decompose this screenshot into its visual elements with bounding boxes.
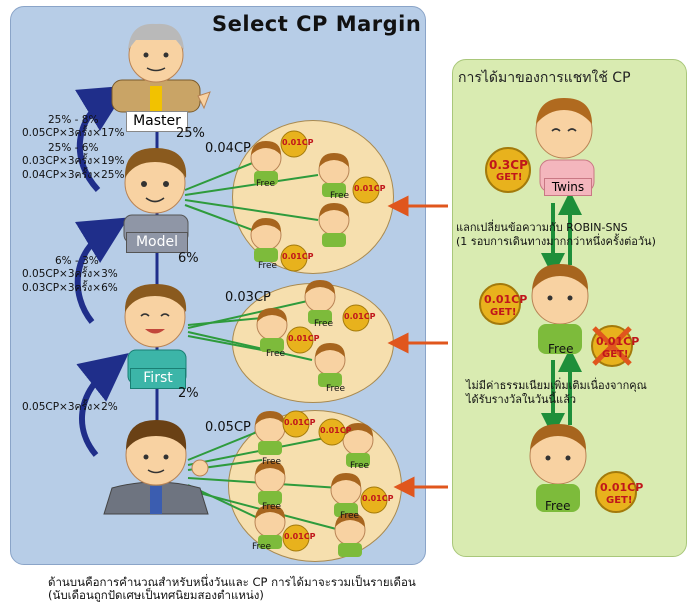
free-note-2: ได้รับรางวัลในวันนี้แล้ว [466, 393, 577, 406]
coin-text-right-1: 0.01CP [484, 293, 528, 306]
free-label: Free [252, 542, 272, 552]
coin-text: 0.01CP [320, 426, 352, 435]
free-label: Free [262, 502, 282, 512]
rank-pct-master: 25% [176, 126, 205, 141]
footnote-line-1: ด้านบนคือการคำนวณสำหรับหนึ่งวันและ CP กา… [48, 575, 416, 589]
coin-get-text: GET! [496, 172, 523, 183]
free-label: Free [314, 319, 334, 329]
formula-model-3: 0.03CP×3ครั้ง×6% [22, 282, 118, 294]
formula-master-3: 25% - 6% [48, 142, 99, 154]
rank-pct-first: 2% [178, 386, 199, 401]
coin-get-right-3: GET! [606, 495, 633, 506]
free-label: Free [326, 384, 346, 394]
formula-first-1: 0.05CP×3ครั้ง×2% [22, 401, 118, 413]
master-avatar [111, 23, 211, 113]
twins-label: Twins [544, 178, 592, 196]
coin-text-right-3: 0.01CP [600, 481, 644, 494]
coin-text: 0.01CP [344, 312, 376, 321]
coin-text: 0.01CP [284, 418, 316, 427]
formula-master-2: 0.05CP×3ครั้ง×17% [22, 127, 125, 139]
coin-text: 0.01CP [282, 252, 314, 261]
upgrade-arrow-to-first [76, 353, 129, 457]
free-avatar-right-2 [529, 424, 587, 512]
upgrade-arrow-to-model [74, 217, 129, 324]
free-label-right-1: Free [548, 342, 574, 356]
formula-model-1: 6% - 3% [55, 255, 99, 267]
coin-icon-right-3 [595, 471, 637, 513]
free-label-right-2: Free [545, 499, 571, 513]
cp-rate-base: 0.05CP [205, 420, 251, 435]
coin-get-right-2: GET! [602, 349, 629, 360]
right-panel-title: การได้มาของการแชทใช้ CP [458, 70, 631, 86]
upgrade-arrow-to-master [75, 85, 129, 193]
base-avatar [103, 420, 209, 515]
rank-label-first: First [130, 368, 186, 389]
coin-icon-big [485, 147, 531, 193]
free-label: Free [256, 179, 276, 189]
free-label: Free [262, 457, 282, 467]
exchange-note-2: (1 รอบการเดินทางมากกว่าหนึ่งครั้งต่อวัน) [456, 235, 656, 248]
coin-get-right-1: GET! [490, 307, 517, 318]
exchange-note-1: แลกเปลี่ยนข้อความกับ ROBIN-SNS [456, 221, 628, 234]
free-label: Free [258, 261, 278, 271]
coin-text: 0.01CP [284, 532, 316, 541]
footnote: ด้านบนคือการคำนวณสำหรับหนึ่งวันและ CP กา… [48, 576, 416, 602]
coin-big-text: 0.3CP [489, 158, 528, 172]
formula-master-4: 0.03CP×3ครั้ง×19% [22, 155, 125, 167]
coin-icon-right-1 [479, 283, 521, 325]
coin-text-right-2: 0.01CP [596, 335, 640, 348]
free-label: Free [350, 461, 370, 471]
formula-model-2: 0.05CP×3ครั้ง×3% [22, 268, 118, 280]
model-avatar [123, 148, 189, 244]
formula-master-1: 25% - 8% [48, 114, 99, 126]
rank-label-master: Master [126, 111, 188, 132]
rank-pct-model: 6% [178, 251, 199, 266]
free-note-1: ไม่มีค่าธรรมเนียมเพิ่มเติมเนื่องจากคุณ [466, 379, 647, 392]
free-label: Free [340, 511, 360, 521]
footnote-line-2: (นับเดือนถูกปัดเศษเป็นทศนิยมสองตำแหน่ง) [48, 588, 264, 602]
free-kid-icons [250, 141, 374, 557]
free-label: Free [266, 349, 286, 359]
formula-master-5: 0.04CP×3ครั้ง×25% [22, 169, 125, 181]
coin-text: 0.01CP [362, 494, 394, 503]
free-avatar-right-1 [531, 264, 589, 354]
coin-text: 0.01CP [288, 334, 320, 343]
cp-rate-model: 0.04CP [205, 141, 251, 156]
coin-text: 0.01CP [282, 138, 314, 147]
coin-icons-small [280, 130, 388, 552]
coin-text: 0.01CP [354, 184, 386, 193]
page-title: Select CP Margin [212, 12, 422, 36]
coin-icon-right-2 [591, 325, 633, 367]
free-label: Free [330, 191, 350, 201]
rank-label-model: Model [126, 232, 188, 253]
cp-rate-first: 0.03CP [225, 290, 271, 305]
